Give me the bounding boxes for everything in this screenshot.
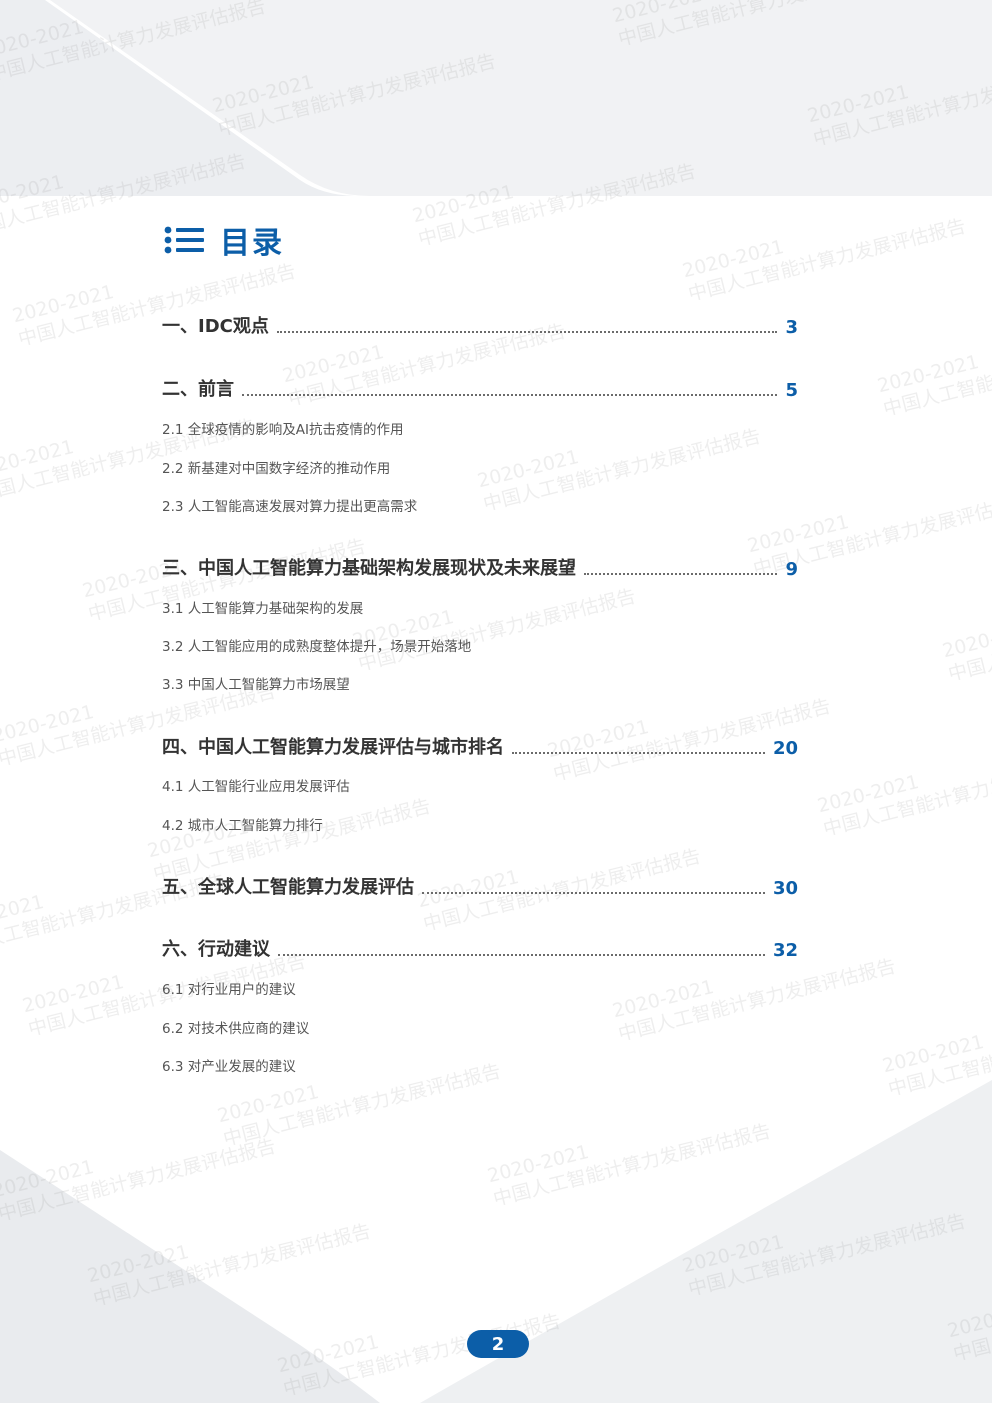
toc-entry-label: 四、中国人工智能算力发展评估与城市排名 <box>162 737 504 758</box>
toc-subentry[interactable]: 2.1 全球疫情的影响及AI抗击疫情的作用 <box>162 422 404 438</box>
toc-entry[interactable]: 一、IDC观点 3 <box>162 312 798 338</box>
toc-subentry[interactable]: 2.2 新基建对中国数字经济的推动作用 <box>162 461 391 477</box>
toc-subentry[interactable]: 4.1 人工智能行业应用发展评估 <box>162 779 350 795</box>
dot-leader <box>242 394 778 396</box>
toc-subentry[interactable]: 3.2 人工智能应用的成熟度整体提升，场景开始落地 <box>162 639 472 655</box>
toc-subentry[interactable]: 2.3 人工智能高速发展对算力提出更高需求 <box>162 499 418 515</box>
toc-entry-page: 20 <box>772 738 798 759</box>
toc-entry-page: 32 <box>772 940 798 961</box>
toc-subentry[interactable]: 4.2 城市人工智能算力排行 <box>162 818 323 834</box>
table-of-contents: 一、IDC观点 3 二、前言 5 2.1 全球疫情的影响及AI抗击疫情的作用 2… <box>162 0 798 1403</box>
dot-leader <box>276 331 778 333</box>
dot-leader <box>512 752 765 754</box>
toc-entry-label: 一、IDC观点 <box>162 316 269 337</box>
toc-entry-label: 二、前言 <box>162 379 234 400</box>
toc-title: 目录 <box>220 226 284 261</box>
toc-header: 目录 <box>164 218 284 262</box>
dot-leader <box>422 892 765 894</box>
toc-entry-page: 3 <box>785 317 798 338</box>
toc-entry-label: 六、行动建议 <box>162 939 270 960</box>
list-icon <box>164 226 204 254</box>
toc-entry[interactable]: 四、中国人工智能算力发展评估与城市排名 20 <box>162 733 798 759</box>
toc-entry[interactable]: 五、全球人工智能算力发展评估 30 <box>162 873 798 899</box>
toc-subentry[interactable]: 6.1 对行业用户的建议 <box>162 982 296 998</box>
dot-leader <box>278 954 765 956</box>
toc-entry-page: 9 <box>785 559 798 580</box>
toc-entry-page: 30 <box>772 878 798 899</box>
toc-entry[interactable]: 三、中国人工智能算力基础架构发展现状及未来展望 9 <box>162 554 798 580</box>
toc-subentry[interactable]: 3.3 中国人工智能算力市场展望 <box>162 677 350 693</box>
toc-subentry[interactable]: 3.1 人工智能算力基础架构的发展 <box>162 601 364 617</box>
toc-entry-label: 三、中国人工智能算力基础架构发展现状及未来展望 <box>162 558 576 579</box>
page-number-badge: 2 <box>467 1330 529 1358</box>
dot-leader <box>584 573 778 575</box>
toc-subentry[interactable]: 6.3 对产业发展的建议 <box>162 1059 296 1075</box>
toc-entry[interactable]: 六、行动建议 32 <box>162 935 798 961</box>
toc-entry-label: 五、全球人工智能算力发展评估 <box>162 877 414 898</box>
toc-entry-page: 5 <box>785 380 798 401</box>
toc-subentry[interactable]: 6.2 对技术供应商的建议 <box>162 1021 310 1037</box>
page-number: 2 <box>491 1333 505 1355</box>
toc-entry[interactable]: 二、前言 5 <box>162 375 798 401</box>
